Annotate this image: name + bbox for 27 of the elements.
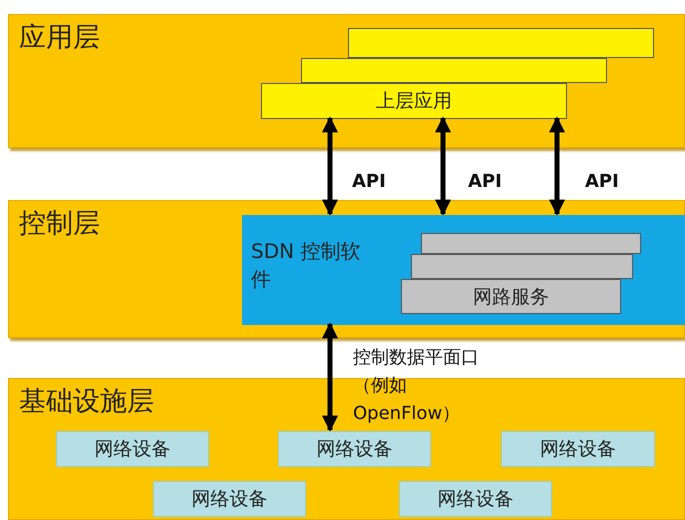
layer-title: 控制层 bbox=[19, 207, 100, 241]
device-box: 网络设备 bbox=[399, 481, 552, 517]
controller-label: SDN 控制软件 bbox=[251, 238, 361, 293]
service-box bbox=[421, 233, 641, 254]
layer-band bbox=[8, 378, 685, 520]
device-box: 网络设备 bbox=[153, 481, 306, 517]
layer-title: 基础设施层 bbox=[19, 385, 154, 419]
double-arrow bbox=[435, 116, 451, 216]
controller-box bbox=[242, 215, 685, 325]
double-arrow bbox=[322, 322, 338, 432]
edge-label: API bbox=[585, 170, 620, 194]
device-box: 网络设备 bbox=[501, 431, 655, 467]
application-box bbox=[301, 58, 607, 83]
service-box: 网路服务 bbox=[401, 279, 621, 314]
layer-title: 应用层 bbox=[19, 21, 100, 55]
layer-band bbox=[8, 14, 685, 148]
edge-label: 控制数据平面口（例如OpenFlow） bbox=[353, 346, 480, 426]
edge-label: API bbox=[468, 170, 503, 194]
application-box: 上层应用 bbox=[261, 83, 567, 119]
layer-band bbox=[8, 200, 685, 338]
device-box: 网络设备 bbox=[278, 431, 431, 467]
device-box: 网络设备 bbox=[56, 431, 209, 467]
edge-label: API bbox=[352, 170, 387, 194]
application-box bbox=[348, 28, 654, 58]
service-box bbox=[411, 254, 633, 279]
double-arrow bbox=[322, 116, 338, 216]
double-arrow bbox=[549, 116, 565, 216]
